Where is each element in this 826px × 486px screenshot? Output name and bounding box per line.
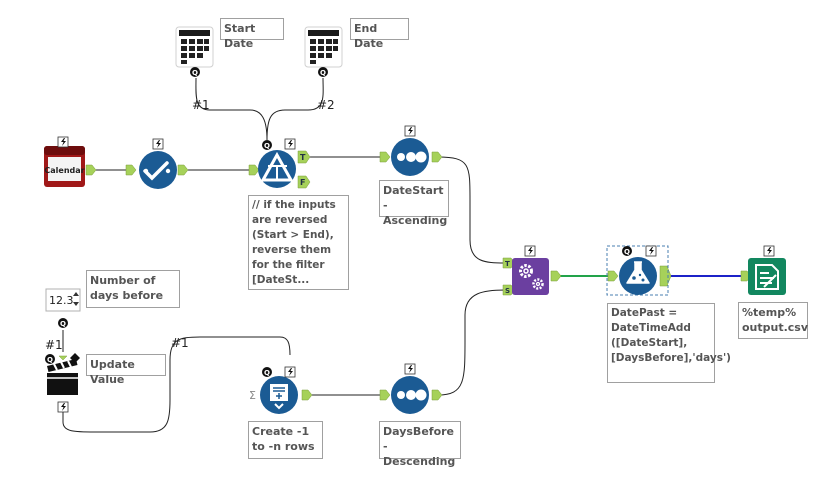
anchor-sort-days-out[interactable]	[431, 389, 443, 401]
sort-dots-icon	[397, 151, 427, 163]
annotation-output: %temp% output.csv	[738, 302, 808, 339]
annotation-generate-rows: Create -1 to -n rows	[248, 421, 323, 459]
svg-text:S: S	[505, 287, 510, 295]
svg-text:T: T	[300, 153, 306, 162]
annotation-sort-start: DateStart - Ascending	[379, 180, 449, 227]
connection-label-numeric: #1	[45, 338, 63, 352]
generate-rows-icon	[270, 384, 288, 410]
calendar-icon-label: Calendar	[44, 166, 84, 175]
connection-label-end: #2	[317, 98, 335, 112]
spinner-down-icon	[73, 302, 79, 306]
q-badge-start-date: Q	[190, 67, 200, 77]
anchor-action-in[interactable]	[58, 355, 68, 361]
end-date-tool[interactable]	[304, 26, 343, 68]
filter-false-anchor[interactable]: F	[297, 175, 311, 189]
q-badge-generate: Q	[262, 367, 272, 377]
anchor-sort-days-in[interactable]	[379, 389, 391, 401]
anchor-calendar-out[interactable]	[85, 164, 97, 176]
svg-text:T: T	[505, 260, 510, 268]
calendar-tool[interactable]: Calendar	[44, 146, 85, 187]
annotation-action: Update Value	[86, 354, 166, 386]
svg-text:Q: Q	[624, 248, 630, 256]
bolt-badge-filter	[284, 138, 296, 150]
connector-anchors	[58, 151, 752, 401]
bolt-badge-sort-start	[404, 125, 416, 137]
q-badge-numeric: Q	[58, 318, 68, 328]
bolt-badge-select	[152, 138, 164, 150]
anchor-filter-in[interactable]	[248, 164, 260, 176]
formula-tool[interactable]	[606, 245, 669, 296]
svg-text:Q: Q	[47, 356, 53, 364]
wire-start-date-to-filter[interactable]	[195, 77, 268, 141]
start-date-tool[interactable]	[175, 26, 214, 68]
anchor-formula-in[interactable]	[607, 270, 619, 282]
bolt-badge-output	[763, 245, 775, 257]
wire-sort-start-to-join[interactable]	[437, 156, 506, 264]
wire-sort-days-to-join[interactable]	[437, 289, 506, 396]
action-tool[interactable]	[47, 353, 80, 395]
svg-text:Q: Q	[60, 320, 66, 328]
numeric-value: 12.3	[49, 294, 74, 307]
annotation-filter: // if the inputs are reversed (Start > E…	[248, 195, 349, 290]
filter-true-anchor[interactable]: T	[297, 150, 311, 164]
wire-end-date-to-filter[interactable]	[266, 77, 324, 141]
bolt-badge-generate	[284, 366, 296, 378]
spinner-up-icon	[73, 292, 79, 296]
numeric-up-down-tool[interactable]: 12.3	[45, 288, 81, 312]
connection-wires	[62, 77, 506, 433]
output-file-icon	[755, 264, 779, 290]
anchor-formula-out[interactable]	[659, 265, 672, 287]
bolt-badge-action	[57, 401, 69, 413]
annotation-formula: DatePast = DateTimeAdd ([DateStart], [Da…	[607, 303, 731, 383]
gears-icon	[519, 264, 544, 290]
checkmark-flow-icon	[143, 161, 169, 181]
svg-text:Q: Q	[192, 69, 198, 77]
sort-dots-icon	[397, 389, 427, 401]
select-tool[interactable]	[139, 151, 177, 189]
svg-text:Q: Q	[264, 369, 270, 377]
formula-selection-box	[606, 245, 669, 296]
clapperboard-icon	[47, 353, 80, 395]
annotation-sort-days: DaysBefore - Descending	[379, 421, 461, 468]
annotation-numeric: Number of days before	[86, 270, 180, 308]
filter-tool[interactable]	[258, 150, 296, 188]
connection-label-start: #1	[192, 98, 210, 112]
flask-icon	[626, 261, 650, 284]
annotation-end-date: End Date	[350, 18, 409, 50]
q-badge-end-date: Q	[318, 67, 328, 77]
bolt-badge-formula	[645, 245, 657, 257]
sort-days-tool[interactable]	[391, 376, 429, 414]
annotation-start-date: Start Date	[220, 18, 284, 50]
generate-rows-tool[interactable]	[260, 376, 298, 414]
bolt-badge-sort-days	[404, 363, 416, 375]
svg-text:Q: Q	[320, 69, 326, 77]
wire-action-to-generate[interactable]	[62, 336, 291, 433]
bolt-badge-join	[524, 245, 536, 257]
q-badge-formula: Q	[622, 246, 632, 256]
q-badge-filter: Q	[262, 140, 272, 150]
bolt-badge-calendar	[57, 136, 69, 148]
anchor-select-out[interactable]	[177, 164, 189, 176]
connection-label-action: #1	[171, 336, 189, 350]
badges: Q Q Q Q Q Q Q	[45, 67, 775, 413]
anchor-select-in[interactable]	[125, 164, 137, 176]
anchor-generate-out[interactable]	[301, 389, 313, 401]
anchor-sort-start-in[interactable]	[379, 151, 391, 163]
svg-text:F: F	[300, 178, 305, 187]
anchor-sort-start-out[interactable]	[431, 151, 443, 163]
sort-start-tool[interactable]	[391, 138, 429, 176]
generate-sigma-icon: Σ	[249, 389, 256, 402]
join-tool[interactable]	[512, 258, 549, 295]
anchor-join-out[interactable]	[550, 270, 562, 282]
svg-text:Q: Q	[264, 142, 270, 150]
output-tool[interactable]	[748, 258, 786, 295]
q-badge-action: Q	[45, 354, 55, 364]
